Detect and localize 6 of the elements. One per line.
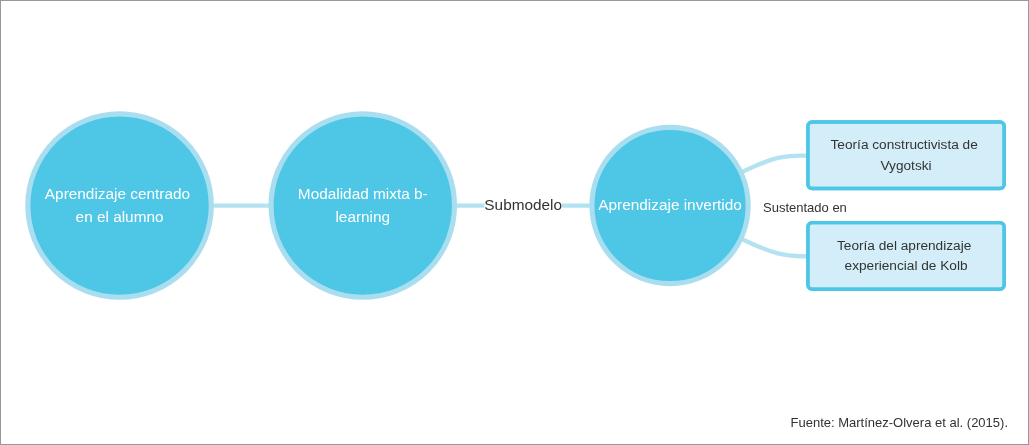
node-circle: Modalidad mixta b-learning (268, 111, 458, 301)
connector (211, 203, 272, 209)
node-circle: Aprendizaje centrado en el alumno (25, 111, 214, 301)
node-circle: Aprendizaje invertido (589, 125, 751, 287)
source-caption: Fuente: Martínez-Olvera et al. (2015). (790, 415, 1008, 430)
relation-note: Sustentado en (763, 200, 847, 215)
